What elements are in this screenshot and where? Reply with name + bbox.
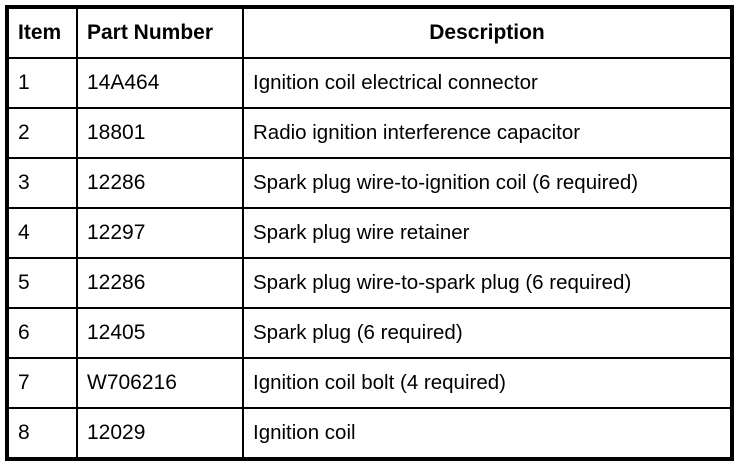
table-row: 1 14A464 Ignition coil electrical connec… [6,57,733,109]
cell-description: Spark plug (6 required) [242,307,733,359]
cell-part-number: 12297 [76,207,244,259]
parts-table: Item Part Number Description 1 14A464 Ig… [5,5,734,461]
cell-part-number: 14A464 [76,57,244,109]
cell-description: Ignition coil [242,407,733,460]
cell-item: 8 [6,407,78,460]
cell-description: Radio ignition interference capacitor [242,107,733,159]
table-header: Item Part Number Description [6,6,733,59]
cell-item: 7 [6,357,78,409]
cell-item: 3 [6,157,78,209]
parts-table-container: Item Part Number Description 1 14A464 Ig… [5,5,734,461]
table-row: 6 12405 Spark plug (6 required) [6,307,733,359]
table-row: 2 18801 Radio ignition interference capa… [6,107,733,159]
cell-part-number: W706216 [76,357,244,409]
table-header-row: Item Part Number Description [6,6,733,59]
table-body: 1 14A464 Ignition coil electrical connec… [6,57,733,460]
column-header-item: Item [6,6,78,59]
table-row: 4 12297 Spark plug wire retainer [6,207,733,259]
cell-item: 4 [6,207,78,259]
table-row: 3 12286 Spark plug wire-to-ignition coil… [6,157,733,209]
table-row: 5 12286 Spark plug wire-to-spark plug (6… [6,257,733,309]
cell-item: 2 [6,107,78,159]
cell-description: Ignition coil electrical connector [242,57,733,109]
cell-description: Spark plug wire-to-spark plug (6 require… [242,257,733,309]
cell-description: Ignition coil bolt (4 required) [242,357,733,409]
cell-item: 6 [6,307,78,359]
cell-part-number: 12286 [76,157,244,209]
cell-item: 5 [6,257,78,309]
cell-description: Spark plug wire retainer [242,207,733,259]
cell-item: 1 [6,57,78,109]
cell-description: Spark plug wire-to-ignition coil (6 requ… [242,157,733,209]
column-header-part-number: Part Number [76,6,244,59]
cell-part-number: 12405 [76,307,244,359]
table-row: 8 12029 Ignition coil [6,407,733,460]
cell-part-number: 12029 [76,407,244,460]
table-row: 7 W706216 Ignition coil bolt (4 required… [6,357,733,409]
column-header-description: Description [242,6,733,59]
cell-part-number: 18801 [76,107,244,159]
cell-part-number: 12286 [76,257,244,309]
